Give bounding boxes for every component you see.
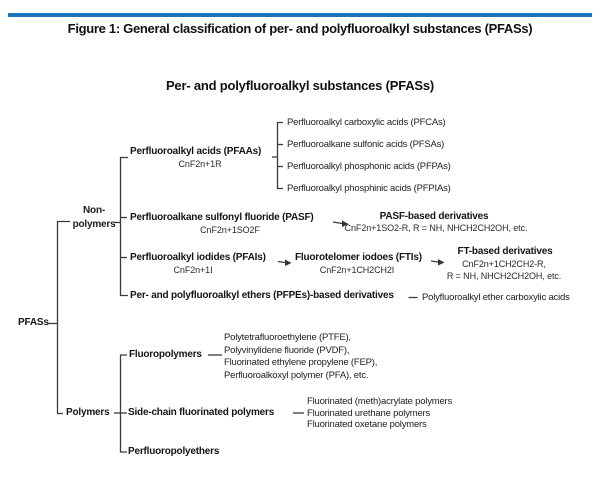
formula-pasf: CnF2n+1SO2F [200,225,260,235]
node-pfaas: Perfluoroalkyl acids (PFAAs) [130,146,262,157]
formula-pfais: CnF2n+1I [173,265,213,275]
node-side-chain-polymers: Side-chain fluorinated polymers [128,407,275,418]
example-pfa: Perfluoroalkoxyl polymer (PFA), etc. [224,369,369,381]
node-pasf: Perfluoroalkane sulfonyl fluoride (PASF) [130,212,314,223]
node-perfluoropolyethers: Perfluoropolyethers [128,446,220,457]
node-pfpas: Perfluoroalkyl phosphonic acids (PFPAs) [287,161,451,172]
node-pasf-derivatives: PASF-based derivatives [379,211,489,222]
fluoropolymer-examples: Polytetrafluoroethylene (PTFE), Polyviny… [224,332,377,382]
formula-ft-derivatives-2: R = NH, NHCH2CH2OH, etc. [446,271,562,281]
node-ftis: Fluorotelomer iodoes (FTIs) [295,252,422,263]
side-chain-examples: Fluorinated (meth)acrylate polymers Fluo… [307,396,452,431]
node-pfsas: Perfluoroalkane sulfonic acids (PFSAs) [287,139,445,150]
node-pfass-root: PFASs [18,317,49,328]
node-pfpe-derivative: Polyfluoroalkyl ether carboxylic acids [422,292,570,303]
node-fluoropolymers: Fluoropolymers [129,349,202,360]
figure-title: Figure 1: General classification of per-… [67,21,533,36]
example-ptfe: Polytetrafluoroethylene (PTFE), [224,332,351,343]
node-pfais: Perfluoroalkyl iodides (PFAIs) [130,252,266,263]
example-fep: Fluorinated ethylene propylene (FEP), [224,357,378,368]
diagram-heading: Per- and polyfluoroalkyl substances (PFA… [165,78,435,93]
node-pfcas: Perfluoroalkyl carboxylic acids (PFCAs) [287,117,446,128]
example-oxetane: Fluorinated oxetane polymers [307,419,427,431]
header-accent-rule [8,13,592,17]
node-non-polymers: Non-polymers [72,205,116,230]
arrow-pfais-to-ftis [285,259,292,266]
node-polymers: Polymers [66,407,110,418]
formula-ft-derivatives-1: CnF2n+1CH2CH2-R, [462,259,546,269]
example-pvdf: Polyvinylidene fluoride (PVDF), [224,344,350,356]
example-urethane: Fluorinated urethane polymers [307,407,431,419]
formula-pasf-derivatives: CnF2n+1SO2-R, R = NH, NHCH2CH2OH, etc. [344,223,528,233]
formula-pfaas: CnF2n+1R [178,159,222,169]
formula-ftis: CnF2n+1CH2CH2I [319,265,395,275]
node-pfpes: Per- and polyfluoroalkyl ethers (PFPEs)-… [130,290,394,301]
node-ft-derivatives: FT-based derivatives [457,246,553,257]
node-pfpias: Perfluoroalkyl phosphinic acids (PFPIAs) [287,183,451,194]
arrow-ftis-to-derivatives [438,259,445,266]
example-methacrylate: Fluorinated (meth)acrylate polymers [307,396,453,407]
